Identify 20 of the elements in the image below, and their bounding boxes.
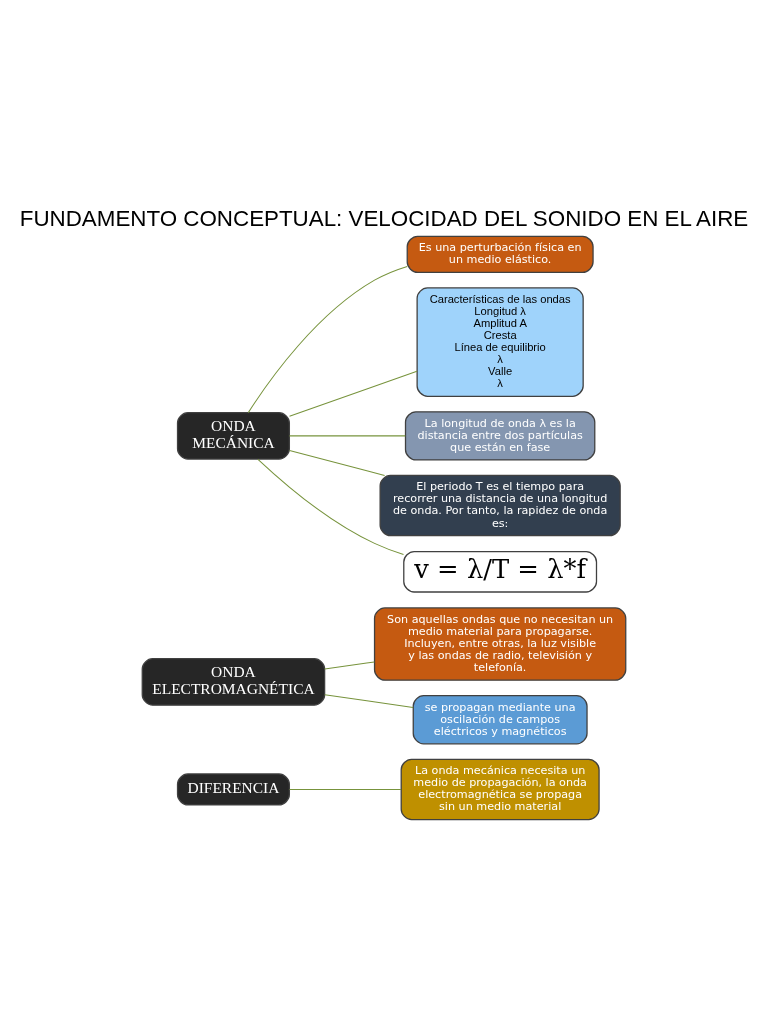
node-box: Son aquellas ondas que no necesitan un medio material para propagarse. Incluyen, entre otras, la luz visible y las ondas de radio, televisión y telefonía. — [373, 607, 627, 681]
connector — [289, 435, 406, 437]
connector — [289, 449, 386, 476]
node-box: DIFERENCIA — [176, 773, 290, 806]
node-box: ONDA ELECTROMAGNÉTICA — [141, 658, 326, 706]
connector — [257, 458, 405, 555]
node-box: v = λ/T = λ*f — [403, 550, 598, 593]
node-box: Es una perturbación física en un medio elástico. — [406, 235, 594, 274]
connector — [289, 370, 418, 417]
node-box: La onda mecánica necesita un medio de propagación, la onda electromagnética se propaga sin un medio material — [400, 758, 600, 821]
node-box: El periodo T es el tiempo para recorrer una distancia de una longitud de onda. Por tanto, la rapidez de onda es: — [379, 474, 621, 537]
connector — [324, 694, 414, 708]
node-box: se propagan mediante una oscilación de campos eléctricos y magnéticos — [412, 695, 588, 745]
node-box: Características de las ondas Longitud λ Amplitud A Cresta Línea de equilibrio λ Valle λ — [416, 287, 584, 397]
connector — [247, 265, 408, 414]
node-box: ONDA MECÁNICA — [176, 412, 290, 460]
diagram-title: FUNDAMENTO CONCEPTUAL: VELOCIDAD DEL SONIDO EN EL AIRE — [19, 205, 749, 231]
node-box: La longitud de onda λ es la distancia entre dos partículas que están en fase — [404, 411, 596, 461]
connector — [289, 788, 402, 790]
connector — [324, 661, 375, 670]
